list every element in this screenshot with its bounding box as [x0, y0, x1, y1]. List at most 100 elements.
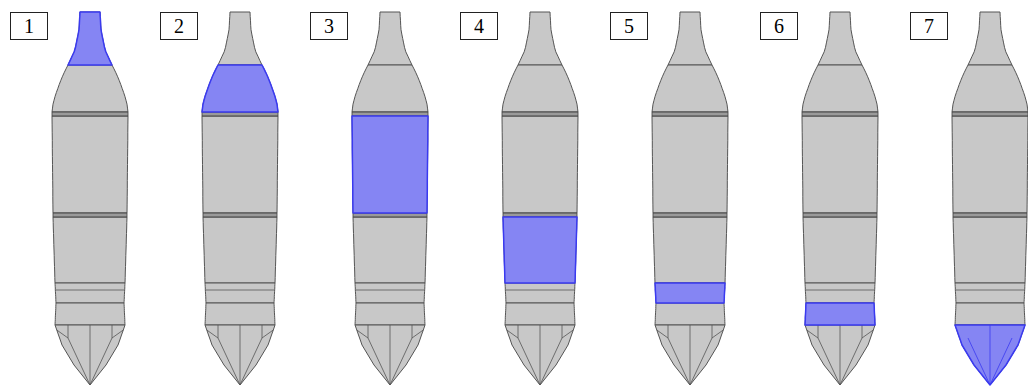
detail-line	[390, 338, 412, 385]
detail-line	[112, 325, 113, 338]
figure-number-box: 1	[10, 12, 48, 40]
detail-line	[68, 325, 69, 338]
body-segment	[518, 12, 562, 65]
joint-band	[502, 112, 578, 116]
body-segment	[955, 283, 1025, 303]
joint-band	[803, 213, 877, 217]
highlighted-segment	[955, 325, 1025, 385]
detail-line	[207, 330, 218, 338]
body-segment	[955, 325, 1025, 385]
figure-number: 5	[624, 16, 634, 36]
body-segment	[53, 217, 127, 283]
detail-line	[357, 330, 368, 338]
detail-line	[218, 325, 219, 338]
body-segment	[352, 65, 428, 112]
detail-line	[505, 290, 574, 291]
detail-line	[818, 338, 840, 385]
detail-line	[690, 325, 691, 385]
body-segment	[205, 325, 275, 385]
joint-band	[53, 213, 127, 217]
joint-band	[653, 213, 727, 217]
detail-line	[57, 330, 68, 338]
joint-band	[952, 112, 1028, 116]
detail-line	[805, 290, 874, 291]
body-segment	[655, 303, 725, 325]
body-segment	[68, 12, 112, 65]
detail-line	[668, 325, 669, 338]
detail-line	[955, 290, 1024, 291]
body-segment	[805, 325, 875, 385]
detail-line	[368, 325, 369, 338]
detail-line	[990, 338, 1012, 385]
body-segment	[818, 12, 862, 65]
body-segment	[202, 116, 278, 213]
figure-number-box: 3	[310, 12, 348, 40]
joint-band	[953, 213, 1027, 217]
detail-line	[990, 325, 991, 385]
figure-number: 2	[174, 16, 184, 36]
body-segment	[655, 325, 725, 385]
detail-line	[368, 338, 390, 385]
detail-line	[68, 338, 90, 385]
detail-line	[262, 330, 273, 338]
detail-line	[518, 338, 540, 385]
body-segment	[52, 65, 128, 112]
detail-line	[205, 290, 274, 291]
figure-number: 3	[324, 16, 334, 36]
detail-line	[862, 330, 873, 338]
figure-number-box: 4	[460, 12, 498, 40]
figure-number: 4	[474, 16, 484, 36]
body-segment	[968, 12, 1012, 65]
body-segment	[952, 65, 1028, 112]
body-segment	[805, 283, 875, 303]
joint-band	[652, 112, 728, 116]
detail-line	[390, 325, 391, 385]
detail-line	[90, 338, 112, 385]
body-segment	[355, 325, 425, 385]
figure-number: 7	[924, 16, 934, 36]
detail-line	[412, 325, 413, 338]
body-segment	[352, 116, 428, 213]
highlighted-segment	[352, 116, 428, 213]
body-segment	[952, 116, 1028, 213]
body-segment	[502, 116, 578, 213]
body-segment	[203, 217, 277, 283]
detail-line	[262, 325, 263, 338]
joint-band	[203, 213, 277, 217]
figure-number-box: 5	[610, 12, 648, 40]
detail-line	[240, 325, 241, 385]
highlighted-segment	[202, 65, 278, 112]
highlighted-segment	[503, 217, 577, 283]
detail-line	[540, 325, 541, 385]
body-segment	[502, 65, 578, 112]
joint-band	[52, 112, 128, 116]
detail-line	[807, 330, 818, 338]
detail-line	[507, 330, 518, 338]
body-segment	[802, 116, 878, 213]
joint-band	[802, 112, 878, 116]
body-segment	[218, 12, 262, 65]
detail-line	[712, 325, 713, 338]
detail-line	[657, 330, 668, 338]
detail-line	[112, 330, 123, 338]
body-segment	[805, 303, 875, 325]
body-segment	[953, 217, 1027, 283]
detail-line	[712, 330, 723, 338]
detail-line	[518, 325, 519, 338]
highlighted-segment	[68, 12, 112, 65]
body-segment	[205, 283, 275, 303]
body-segment	[205, 303, 275, 325]
detail-line	[355, 290, 424, 291]
detail-line	[55, 290, 124, 291]
body-segment	[955, 303, 1025, 325]
figure-number-box: 6	[760, 12, 798, 40]
body-segment	[355, 283, 425, 303]
detail-line	[668, 338, 690, 385]
body-segment	[652, 116, 728, 213]
body-segment	[652, 65, 728, 112]
figure-number-box: 2	[160, 12, 198, 40]
body-segment	[368, 12, 412, 65]
body-segment	[503, 217, 577, 283]
figure-number-box: 7	[910, 12, 948, 40]
detail-line	[218, 338, 240, 385]
